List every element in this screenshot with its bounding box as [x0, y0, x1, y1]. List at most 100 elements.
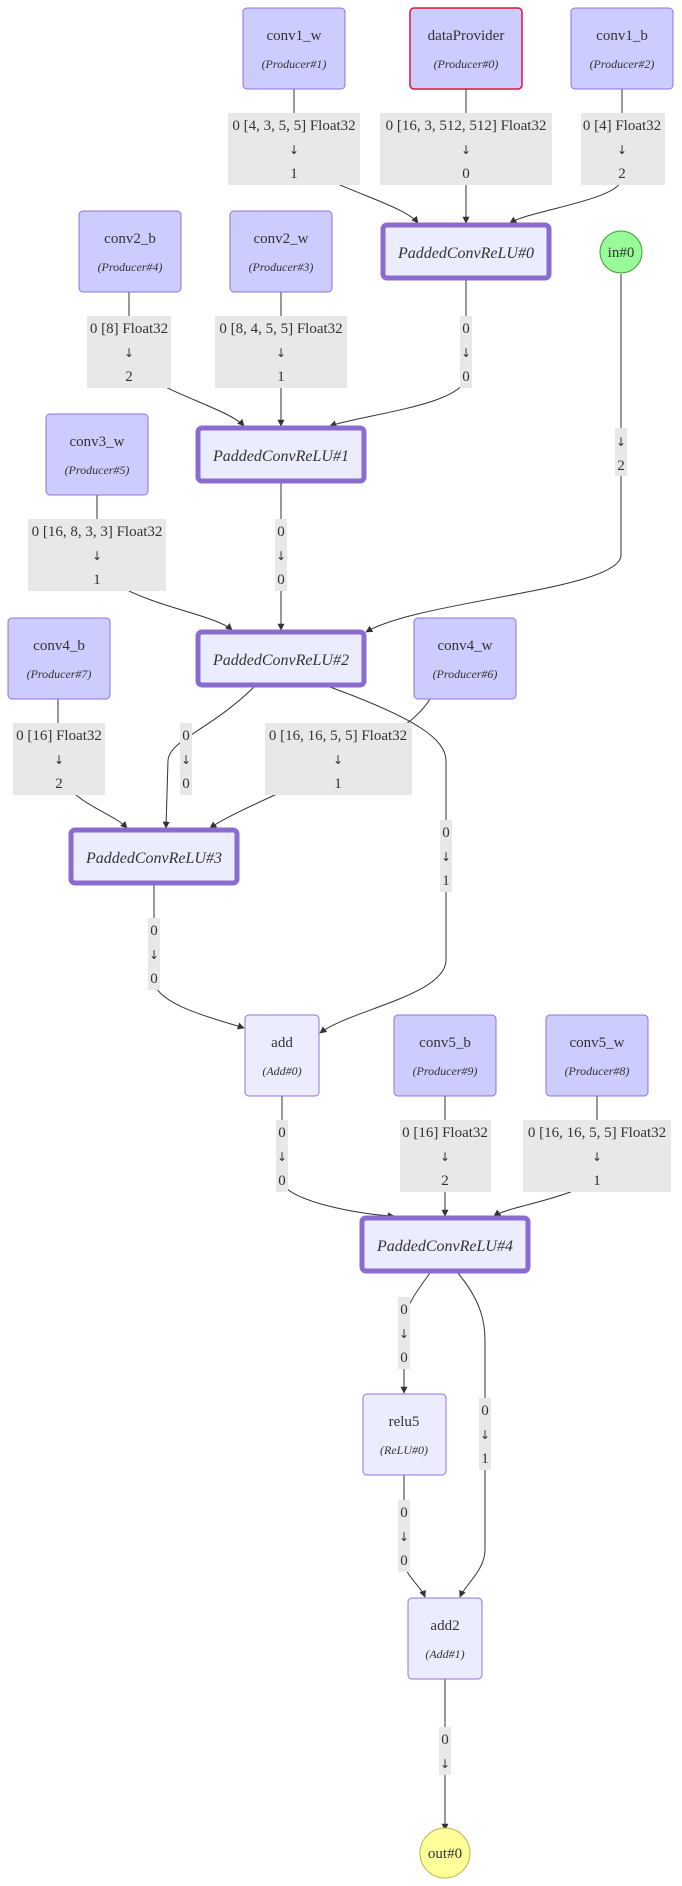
node-title: out#0: [428, 1846, 462, 1862]
edge-label-arrow: ↓: [399, 1327, 409, 1341]
edge-label-bottom: 0: [462, 166, 470, 182]
edge-label-top: 0 [16, 8, 3, 3] Float32: [32, 524, 163, 540]
edge-label-arrow: ↓: [276, 346, 286, 360]
edge-label-top: 0: [182, 728, 190, 744]
edge-label-arrow: ↓: [277, 1150, 287, 1164]
edge-label-pconv3: 0 ↓ 0: [148, 918, 160, 990]
edge-label-top: 0: [278, 1125, 286, 1141]
edge-label-arrow: ↓: [440, 1150, 450, 1164]
edge-label-arrow: ↓: [276, 549, 286, 563]
node-paddedconvrelu-4[interactable]: PaddedConvReLU#4: [359, 1215, 531, 1274]
node-dataprovider[interactable]: dataProvider (Producer#0): [409, 7, 523, 90]
edge-label-bottom: 1: [334, 776, 342, 792]
node-input-0[interactable]: in#0: [599, 230, 643, 274]
node-conv4-w[interactable]: conv4_w (Producer#6): [413, 617, 517, 700]
edge-label-arrow: ↓: [149, 948, 159, 962]
edge-pconv2-pconv3-a: [162, 686, 255, 829]
edge-label-pconv4-a: 0 ↓ 0: [398, 1297, 410, 1369]
node-subtitle: (Producer#0): [434, 57, 499, 71]
edge-label-conv5w: 0 [16, 16, 5, 5] Float32 ↓ 1: [523, 1120, 671, 1192]
node-subtitle: (Producer#9): [413, 1064, 478, 1078]
node-title: dataProvider: [428, 28, 505, 44]
node-title: PaddedConvReLU#3: [85, 850, 222, 867]
edge-label-bottom: 1: [593, 1173, 601, 1189]
edge-label-bottom: 1: [93, 572, 101, 588]
edge-label-arrow: ↓: [616, 435, 626, 449]
node-title: relu5: [389, 1414, 420, 1430]
edge-pconv0-pconv1: [329, 280, 467, 428]
edge-label-conv4w: 0 [16, 16, 5, 5] Float32 ↓ 1: [265, 723, 412, 795]
node-conv5-w[interactable]: conv5_w (Producer#8): [545, 1014, 649, 1097]
edge-label-in0: ↓ 2: [615, 428, 627, 476]
edge-label-arrow: ↓: [461, 143, 471, 157]
edge-label-conv1b: 0 [4] Float32 ↓ 2: [581, 113, 665, 185]
node-paddedconvrelu-0[interactable]: PaddedConvReLU#0: [380, 222, 552, 281]
node-title: conv1_w: [267, 28, 322, 44]
edge-label-arrow: ↓: [617, 143, 627, 157]
node-title: PaddedConvReLU#4: [376, 1238, 513, 1255]
node-output-0[interactable]: out#0: [419, 1827, 471, 1879]
node-paddedconvrelu-1[interactable]: PaddedConvReLU#1: [195, 425, 367, 484]
node-conv5-b[interactable]: conv5_b (Producer#9): [393, 1014, 497, 1097]
edge-label-top: 0 [4, 3, 5, 5] Float32: [232, 118, 355, 134]
node-title: PaddedConvReLU#2: [212, 652, 349, 669]
node-title: conv5_b: [419, 1035, 471, 1051]
node-title: conv3_w: [70, 434, 125, 450]
node-paddedconvrelu-3[interactable]: PaddedConvReLU#3: [68, 827, 240, 886]
node-subtitle: (Producer#6): [433, 667, 498, 681]
edge-add-pconv4: [281, 1096, 395, 1220]
edge-label-arrow: ↓: [480, 1428, 490, 1442]
node-add[interactable]: add (Add#0): [244, 1014, 320, 1097]
edge-label-bottom: 0: [400, 1350, 408, 1366]
node-conv2-b[interactable]: conv2_b (Producer#4): [78, 210, 182, 293]
node-title: conv5_w: [570, 1035, 625, 1051]
node-relu5[interactable]: relu5 (ReLU#0): [362, 1393, 447, 1476]
edge-label-bottom: 0: [400, 1553, 408, 1569]
edge-label-arrow: ↓: [289, 143, 299, 157]
node-subtitle: (Add#1): [425, 1647, 464, 1661]
edge-label-bottom: 1: [277, 369, 285, 385]
node-subtitle: (Producer#7): [27, 667, 92, 681]
node-subtitle: (Add#0): [262, 1064, 301, 1078]
edge-label-bottom: 2: [618, 166, 626, 182]
edge-pconv4-add2: [457, 1272, 486, 1598]
edge-label-bottom: 0: [277, 572, 285, 588]
edge-label-conv4b: 0 [16] Float32 ↓ 2: [13, 723, 105, 795]
edge-label-top: 0: [277, 524, 285, 540]
edge-label-bottom: 1: [442, 873, 450, 889]
node-subtitle: (Producer#3): [249, 260, 314, 274]
node-conv2-w[interactable]: conv2_w (Producer#3): [229, 210, 333, 293]
edge-label-top: 0 [4] Float32: [583, 118, 661, 134]
edge-label-top: 0 [16, 16, 5, 5] Float32: [528, 1125, 666, 1141]
edge-label-top: 0: [150, 923, 158, 939]
edge-label-conv2b: 0 [8] Float32 ↓ 2: [87, 316, 171, 388]
node-conv3-w[interactable]: conv3_w (Producer#5): [45, 413, 149, 496]
edge-label-top: 0 [16] Float32: [402, 1125, 488, 1141]
nodes: conv1_w (Producer#1) dataProvider (Produ…: [7, 7, 674, 1879]
node-add2[interactable]: add2 (Add#1): [407, 1597, 483, 1680]
edge-label-add2: 0 ↓: [439, 1727, 451, 1775]
edge-label-top: 0 [16] Float32: [16, 728, 102, 744]
edge-label-arrow: ↓: [592, 1150, 602, 1164]
edge-label-relu5: 0 ↓ 0: [398, 1500, 410, 1572]
edge-label-pconv2-b: 0 ↓ 1: [440, 820, 452, 892]
edge-label-conv5b: 0 [16] Float32 ↓ 2: [400, 1120, 491, 1192]
node-conv4-b[interactable]: conv4_b (Producer#7): [7, 617, 111, 700]
edge-pconv3-add: [153, 885, 245, 1030]
node-conv1-w[interactable]: conv1_w (Producer#1): [242, 7, 346, 90]
node-title: in#0: [608, 245, 635, 261]
node-title: PaddedConvReLU#0: [397, 245, 534, 262]
edge-label-add: 0 ↓ 0: [276, 1120, 288, 1192]
node-conv1-b[interactable]: conv1_b (Producer#2): [570, 7, 674, 90]
node-title: conv4_w: [438, 638, 493, 654]
edge-label-dataprovider: 0 [16, 3, 512, 512] Float32 ↓ 0: [380, 113, 552, 185]
edge-label-top: 0 [16, 3, 512, 512] Float32: [386, 118, 547, 134]
edge-label-top: 0: [462, 321, 470, 337]
edge-label-top: 0: [442, 825, 450, 841]
node-paddedconvrelu-2[interactable]: PaddedConvReLU#2: [195, 629, 367, 688]
edge-label-arrow: ↓: [181, 753, 191, 767]
edge-label-bottom: 2: [617, 458, 625, 474]
node-title: PaddedConvReLU#1: [212, 448, 349, 465]
edge-label-pconv0: 0 ↓ 0: [460, 316, 472, 388]
